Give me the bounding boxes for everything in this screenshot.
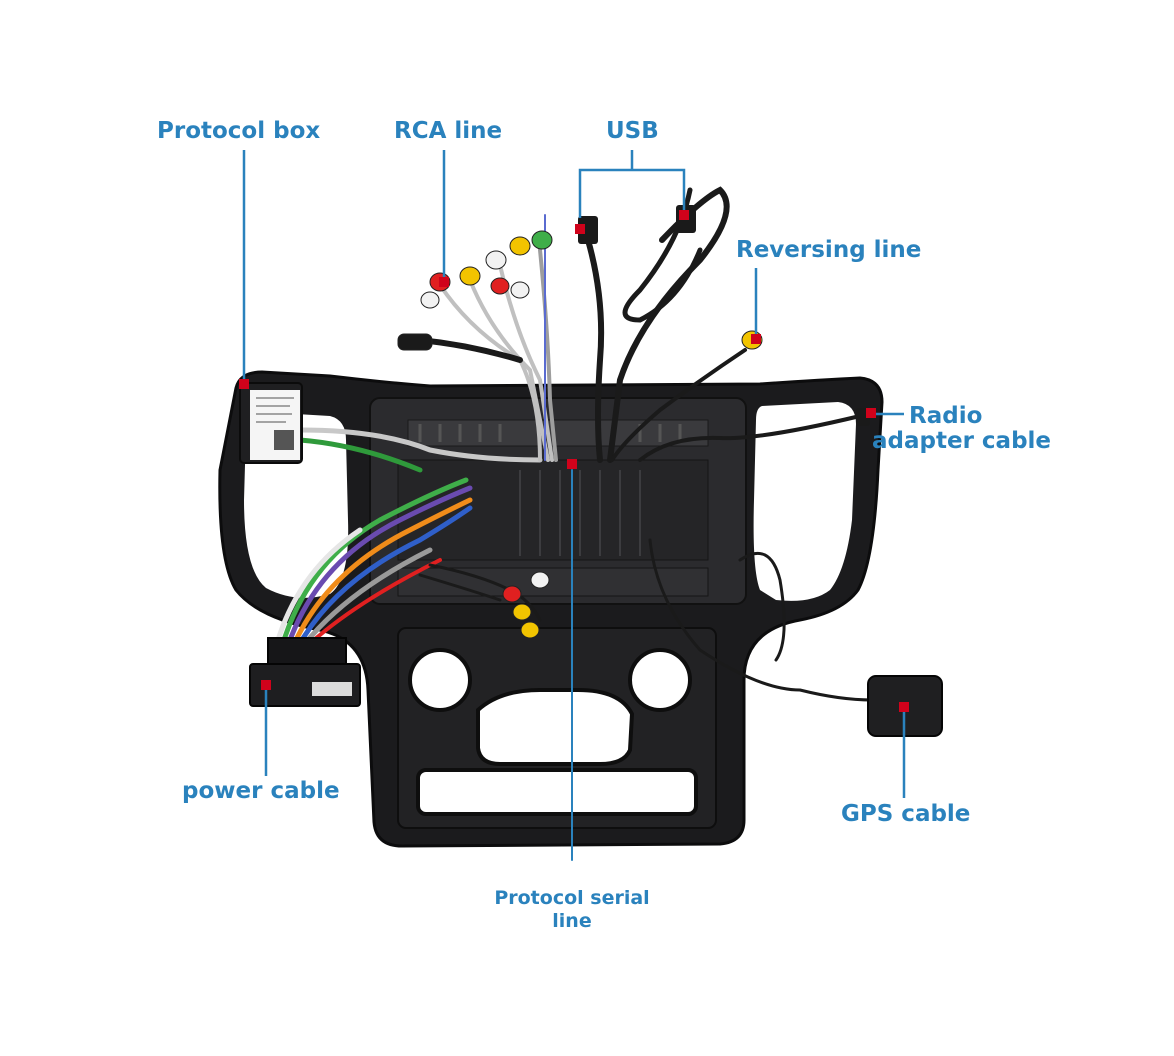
label-usb: USB: [606, 118, 659, 144]
label-gps-cable: GPS cable: [841, 801, 971, 827]
label-radio-adapter-line2: adapter cable: [872, 428, 1052, 454]
usb-plugs: [578, 205, 696, 244]
label-power-cable: power cable: [182, 778, 340, 804]
wire-bundle: [275, 186, 874, 861]
label-protocol-serial-line1: Protocol serial: [494, 887, 650, 909]
label-protocol-box: Protocol box: [157, 118, 321, 144]
marker-dots: [239, 210, 909, 712]
lower-rca-plugs: [502, 571, 550, 639]
label-rca-line: RCA line: [394, 118, 503, 144]
power-connector: [249, 637, 361, 707]
protocol-box: [239, 382, 303, 464]
leader-lines: [242, 150, 906, 798]
label-radio-adapter-line1: Radio: [909, 403, 983, 429]
label-reversing-line: Reversing line: [736, 237, 922, 263]
label-protocol-serial-line2: line: [552, 910, 592, 932]
